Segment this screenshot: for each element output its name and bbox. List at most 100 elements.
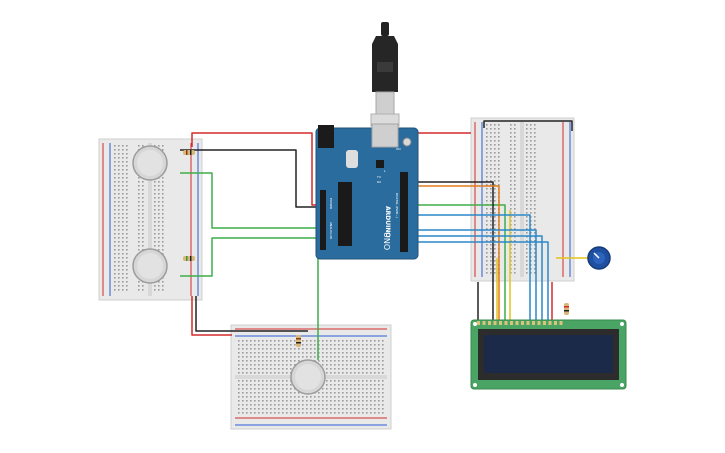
breadboard-right[interactable]	[470, 117, 575, 282]
breadboard-hole	[510, 160, 512, 162]
breadboard-hole	[514, 252, 516, 254]
breadboard-hole	[494, 132, 496, 134]
breadboard-hole	[330, 372, 332, 374]
breadboard-hole	[254, 344, 256, 346]
breadboard-hole	[250, 364, 252, 366]
resistor-1[interactable]	[183, 150, 195, 155]
breadboard-hole	[354, 412, 356, 414]
lcd-pin[interactable]	[493, 321, 497, 325]
breadboard-hole	[122, 201, 124, 203]
breadboard-hole	[362, 412, 364, 414]
usb-logo-area	[377, 62, 393, 72]
breadboard-hole	[526, 208, 528, 210]
breadboard-hole	[282, 412, 284, 414]
breadboard-hole	[346, 404, 348, 406]
breadboard-hole	[514, 228, 516, 230]
breadboard-hole	[534, 192, 536, 194]
wire-red-bottom[interactable]	[191, 296, 232, 336]
lcd-16x2[interactable]	[470, 319, 627, 390]
sensor-bottom[interactable]	[290, 359, 326, 395]
wire-blue-d4[interactable]	[412, 214, 531, 321]
lcd-pin[interactable]	[482, 321, 486, 325]
breadboard-hole	[138, 245, 140, 247]
breadboard-hole	[126, 145, 128, 147]
lcd-pin[interactable]	[537, 321, 541, 325]
wire-green-sensor-2[interactable]	[180, 237, 320, 277]
breadboard-hole	[286, 352, 288, 354]
potentiometer[interactable]	[587, 246, 611, 270]
arduino-atmega-chip	[338, 182, 352, 246]
breadboard-hole	[318, 360, 320, 362]
breadboard-hole	[322, 404, 324, 406]
breadboard-hole	[118, 149, 120, 151]
lcd-pin[interactable]	[521, 321, 524, 325]
lcd-pin[interactable]	[510, 321, 513, 325]
breadboard-hole	[158, 229, 160, 231]
breadboard-hole	[338, 388, 340, 390]
breadboard-hole	[346, 364, 348, 366]
lcd-pin[interactable]	[504, 321, 508, 325]
wire-blue-d6[interactable]	[412, 235, 543, 321]
breadboard-hole	[370, 380, 372, 382]
breadboard-hole	[494, 248, 496, 250]
breadboard-hole	[494, 196, 496, 198]
breadboard-hole	[310, 352, 312, 354]
breadboard-hole	[358, 392, 360, 394]
resistor-3[interactable]	[296, 335, 301, 347]
sensor-bottom-left[interactable]	[132, 248, 168, 284]
resistor-2[interactable]	[183, 256, 195, 261]
breadboard-hole	[118, 161, 120, 163]
arduino-reset-button[interactable]	[402, 137, 412, 147]
lcd-pin[interactable]	[499, 321, 502, 325]
breadboard-hole	[270, 412, 272, 414]
lcd-pin[interactable]	[548, 321, 552, 325]
breadboard-hole	[114, 213, 116, 215]
breadboard-hole	[310, 344, 312, 346]
lcd-pin[interactable]	[554, 321, 557, 325]
breadboard-hole	[270, 364, 272, 366]
wire-black-gnd-bottom[interactable]	[195, 296, 308, 332]
lcd-pin[interactable]	[515, 321, 519, 325]
lcd-pin[interactable]	[543, 321, 546, 325]
breadboard-hole	[326, 352, 328, 354]
arduino-uno-board[interactable]: ARDUINO UNO DIGITAL (PWM~) POWER ANALOG …	[315, 123, 419, 260]
breadboard-hole	[162, 225, 164, 227]
breadboard-hole	[358, 372, 360, 374]
breadboard-hole	[294, 348, 296, 350]
breadboard-hole	[486, 188, 488, 190]
usb-cable[interactable]	[370, 22, 400, 127]
lcd-pin[interactable]	[559, 321, 563, 325]
breadboard-hole	[378, 388, 380, 390]
lcd-pin[interactable]	[477, 321, 480, 325]
breadboard-hole	[510, 180, 512, 182]
wire-black-right-rail[interactable]	[483, 120, 573, 131]
breadboard-hole	[118, 257, 120, 259]
resistor-4[interactable]	[564, 303, 569, 315]
breadboard-hole	[526, 172, 528, 174]
breadboard-hole	[158, 205, 160, 207]
sensor-top-left[interactable]	[132, 145, 168, 181]
wire-blue-d5[interactable]	[412, 229, 537, 321]
breadboard-hole	[118, 217, 120, 219]
breadboard-hole	[118, 249, 120, 251]
wire-black-lcd-2[interactable]	[412, 181, 494, 321]
breadboard-hole	[162, 177, 164, 179]
breadboard-hole	[490, 260, 492, 262]
breadboard-hole	[266, 408, 268, 410]
breadboard-hole	[366, 372, 368, 374]
breadboard-hole	[494, 156, 496, 158]
wire-black-gnd-left[interactable]	[180, 149, 320, 208]
lcd-pin[interactable]	[488, 321, 491, 325]
breadboard-hole	[358, 348, 360, 350]
wire-blue-d7[interactable]	[412, 241, 549, 321]
lcd-pin[interactable]	[532, 321, 535, 325]
wire-green-lcd[interactable]	[412, 204, 506, 321]
breadboard-hole	[534, 200, 536, 202]
wire-green-sensor-1[interactable]	[180, 172, 320, 229]
wire-orange-lcd[interactable]	[412, 185, 500, 321]
breadboard-hole	[254, 368, 256, 370]
breadboard-hole	[118, 225, 120, 227]
lcd-pin[interactable]	[526, 321, 530, 325]
wire-red-5v-left[interactable]	[191, 132, 320, 206]
breadboard-hole	[354, 404, 356, 406]
